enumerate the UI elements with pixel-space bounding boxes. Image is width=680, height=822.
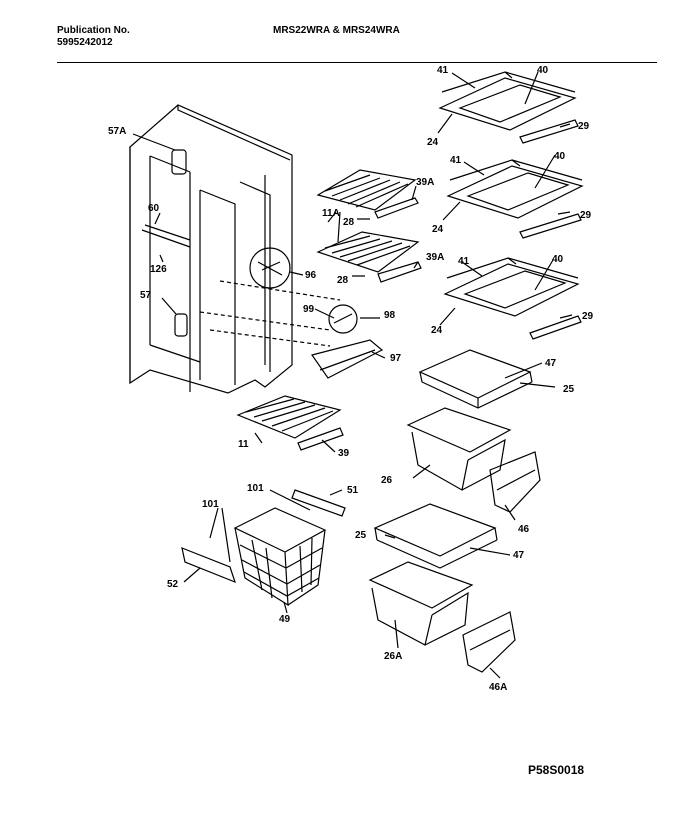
part-label: 47 xyxy=(513,550,525,561)
pan-shelf-upper xyxy=(418,349,533,409)
pan-cover-46a xyxy=(462,611,516,673)
model-title: MRS22WRA & MRS24WRA xyxy=(273,25,400,36)
detail-circle-96 xyxy=(249,247,291,289)
part-label: 57A xyxy=(108,126,126,137)
part-label: 41 xyxy=(450,155,462,166)
part-label: 60 xyxy=(148,203,160,214)
wire-shelf-11a-lower xyxy=(316,231,422,283)
part-label: 98 xyxy=(384,310,396,321)
part-label: 24 xyxy=(431,325,443,336)
diagram-code: P58S0018 xyxy=(528,763,585,777)
part-label: 40 xyxy=(554,151,566,162)
part-label: 41 xyxy=(437,65,449,76)
wire-shelf-11 xyxy=(236,395,344,451)
part-label: 39 xyxy=(338,448,350,459)
part-label: 101 xyxy=(247,483,264,494)
basket-rail-52 xyxy=(181,547,236,584)
part-label: 57 xyxy=(140,290,152,301)
part-label: 101 xyxy=(202,499,219,510)
part-label: 29 xyxy=(582,311,594,322)
part-label: 28 xyxy=(337,275,349,286)
part-label: 51 xyxy=(347,485,359,496)
part-label: 96 xyxy=(305,270,317,281)
glass-shelf-top xyxy=(438,71,579,144)
part-label: 39A xyxy=(426,252,444,263)
part-label: 24 xyxy=(432,224,444,235)
part-label: 46A xyxy=(489,682,507,693)
publication-number: 5995242012 xyxy=(57,37,113,48)
part-label: 26 xyxy=(381,475,393,486)
part-label: 46 xyxy=(518,524,530,535)
part-label: 97 xyxy=(390,353,402,364)
publication-label: Publication No. xyxy=(57,25,130,36)
shelf-mount-97 xyxy=(311,339,384,379)
crisper-pan-26 xyxy=(406,407,512,491)
cabinet xyxy=(129,104,341,394)
detail-circle-98 xyxy=(328,304,358,334)
part-label: 47 xyxy=(545,358,557,369)
part-label: 99 xyxy=(303,304,315,315)
glass-shelf-bottom xyxy=(443,257,582,340)
pan-shelf-lower xyxy=(373,503,498,569)
part-label: 26A xyxy=(384,651,402,662)
part-label: 49 xyxy=(279,614,291,625)
crisper-pan-26a xyxy=(368,561,474,646)
part-label: 29 xyxy=(580,210,592,221)
part-label: 25 xyxy=(563,384,575,395)
part-label: 52 xyxy=(167,579,179,590)
part-label: 24 xyxy=(427,137,439,148)
wire-shelf-11a-upper xyxy=(316,169,419,219)
part-label: 29 xyxy=(578,121,590,132)
header-rule xyxy=(57,62,657,63)
freezer-basket xyxy=(233,507,327,607)
glass-shelf-middle xyxy=(446,159,584,239)
part-label: 39A xyxy=(416,177,434,188)
part-label: 126 xyxy=(150,264,167,275)
part-label: 41 xyxy=(458,256,470,267)
basket-rail-51 xyxy=(291,489,346,517)
pan-cover-46 xyxy=(489,451,541,513)
part-label: 40 xyxy=(537,65,549,76)
part-label: 40 xyxy=(552,254,564,265)
part-label: 28 xyxy=(343,217,355,228)
part-label: 11A xyxy=(322,208,340,219)
part-label: 25 xyxy=(355,530,367,541)
part-label: 11 xyxy=(238,439,249,450)
